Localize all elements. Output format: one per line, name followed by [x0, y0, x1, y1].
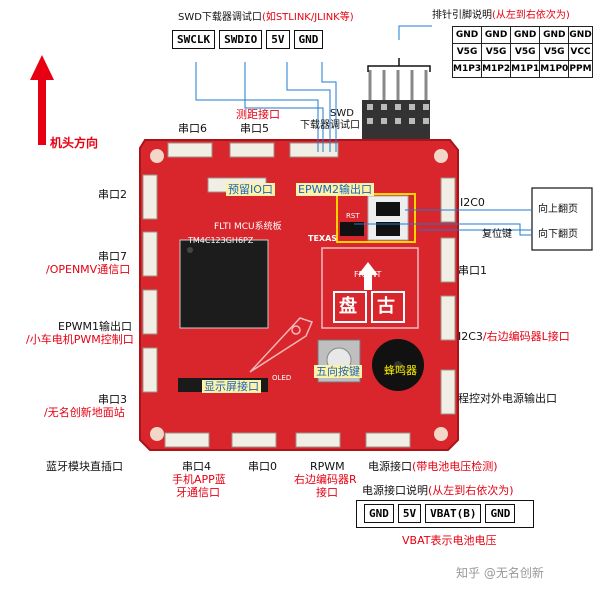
uart3-sub-label: /无名创新地面站 — [44, 406, 125, 419]
board-name: FLTI MCU系统板 — [214, 222, 282, 232]
header-cell: VCC — [568, 43, 593, 61]
header-cell: GND — [510, 26, 541, 44]
swd-port-label-2: 下载器调试口 — [300, 120, 360, 131]
power-in-note: (带电池电压检测) — [412, 460, 498, 473]
joystick-label: 五向按键 — [314, 365, 362, 379]
header-cell: V5G — [539, 43, 570, 61]
rpwm-sub-label-1: 右边编码器R — [294, 473, 357, 486]
header-title-main: 排针引脚说明 — [432, 10, 492, 21]
power-note: VBAT表示电池电压 — [402, 534, 497, 547]
swd-port-label-1: SWD — [330, 108, 354, 119]
button-area — [340, 195, 409, 241]
power-pin-box: GND 5V VBAT(B) GND — [364, 504, 516, 523]
reset-label: 复位键 — [482, 229, 512, 240]
chip-part-number: TM4C123GH6PZ — [188, 236, 254, 245]
header-pin-table: GND GND GND GND GND V5G V5G V5G V5G VCC … — [451, 26, 593, 78]
rst-marking: RST — [346, 212, 360, 220]
leader-lines — [195, 25, 532, 236]
power-pin-vbat: VBAT(B) — [425, 504, 482, 523]
uart2-label: 串口2 — [98, 188, 127, 201]
page-button-callout-box — [531, 187, 593, 251]
mcu-chip — [179, 239, 269, 329]
header-cell: V5G — [510, 43, 541, 61]
header-cell: GND — [539, 26, 570, 44]
swd-title-note: (如STLINK/JLINK等) — [261, 12, 354, 23]
header-title-note: (从左到右依次为) — [492, 10, 570, 21]
uart3-label: 串口3 — [98, 393, 127, 406]
swd-title: SWD下载器调试口(如STLINK/JLINK等) — [178, 12, 354, 24]
rpwm-label: RPWM — [310, 460, 345, 473]
buzzer-label: 蜂鸣器 — [384, 364, 417, 377]
ti-brand: TEXAS — [308, 234, 338, 243]
page-up-label: 向上翻页 — [538, 204, 578, 215]
power-title-main: 电源接口说明 — [362, 484, 428, 497]
reserved-io-label: 预留IO口 — [226, 183, 275, 197]
i2c0-label: I2C0 — [460, 196, 485, 209]
header-cell: M1P0 — [539, 60, 570, 78]
uart6-label: 串口6 — [178, 122, 207, 135]
epwm2-label: EPWM2输出口 — [296, 183, 374, 197]
epwm1-sub-label: /小车电机PWM控制口 — [26, 333, 134, 346]
power-pin-frame — [356, 500, 534, 528]
i2c3-sub: /右边编码器L接口 — [482, 330, 570, 343]
header-row-signal: M1P3 M1P2 M1P1 M1P0 PPM — [451, 60, 593, 78]
power-title-note: (从左到右依次为) — [428, 484, 514, 497]
logo-char-gu: 古 — [377, 296, 395, 317]
front-marking: FRONT — [354, 270, 382, 279]
ranging-label: 测距接口 — [236, 108, 280, 121]
uart7-sub-label: /OPENMV通信口 — [46, 263, 131, 276]
uart7-label: 串口7 — [98, 250, 127, 263]
button-highlight-box — [336, 193, 416, 243]
power-in-label: 电源接口(带电池电压检测) — [368, 460, 498, 473]
swd-pin-swdio: SWDIO — [219, 30, 263, 49]
header-cell: PPM — [568, 60, 593, 78]
header-title: 排针引脚说明(从左到右依次为) — [432, 10, 570, 22]
i2c3-main: I2C3 — [458, 330, 483, 343]
uart4-sub-label-1: 手机APP蓝 — [172, 473, 226, 486]
power-pin-gnd-2: GND — [485, 504, 516, 523]
direction-arrow — [30, 55, 54, 145]
logo-area — [321, 247, 419, 329]
i2c3-label: I2C3/右边编码器L接口 — [458, 330, 570, 343]
header-cell: V5G — [481, 43, 512, 61]
power-in-main: 电源接口 — [368, 460, 412, 473]
uart4-sub-label-2: 牙通信口 — [176, 486, 220, 499]
rpwm-sub-label-2: 接口 — [316, 486, 338, 499]
page-down-label: 向下翻页 — [538, 229, 578, 240]
power-pin-gnd-1: GND — [364, 504, 394, 523]
watermark: 知乎 @无名创新 — [456, 566, 544, 580]
header-cell: GND — [481, 26, 512, 44]
swd-title-main: SWD下载器调试口 — [178, 12, 262, 23]
header-row-power: V5G V5G V5G V5G VCC — [451, 43, 593, 61]
power-out-label: 程控对外电源输出口 — [458, 392, 557, 405]
display-label: 显示屏接口 — [202, 380, 261, 394]
oled-marking: OLED — [272, 374, 292, 382]
header-cell: GND — [568, 26, 593, 44]
power-title: 电源接口说明(从左到右依次为) — [362, 484, 514, 497]
logo-char-pan: 盘 — [339, 296, 357, 317]
uart1-label: 串口1 — [458, 264, 487, 277]
power-pin-5v: 5V — [397, 504, 422, 523]
uart0-label: 串口0 — [248, 460, 277, 473]
bluetooth-label: 蓝牙模块直插口 — [46, 460, 123, 473]
rocket-drawing — [249, 317, 314, 373]
swd-pin-swclk: SWCLK — [172, 30, 216, 49]
header-cell: GND — [451, 26, 483, 44]
uart5-label: 串口5 — [240, 122, 269, 135]
header-cell: V5G — [451, 43, 483, 61]
header-cell: M1P1 — [510, 60, 541, 78]
epwm1-label: EPWM1输出口 — [58, 320, 132, 333]
swd-pin-gnd: GND — [293, 30, 324, 49]
buzzer — [372, 339, 424, 391]
uart4-label: 串口4 — [182, 460, 211, 473]
header-row-gnd: GND GND GND GND GND — [451, 26, 593, 44]
swd-pin-box: SWCLK SWDIO 5V GND — [172, 30, 324, 49]
header-cell: M1P2 — [481, 60, 512, 78]
header-cell: M1P3 — [451, 60, 483, 78]
direction-label: 机头方向 — [50, 136, 99, 150]
swd-pin-5v: 5V — [266, 30, 290, 49]
